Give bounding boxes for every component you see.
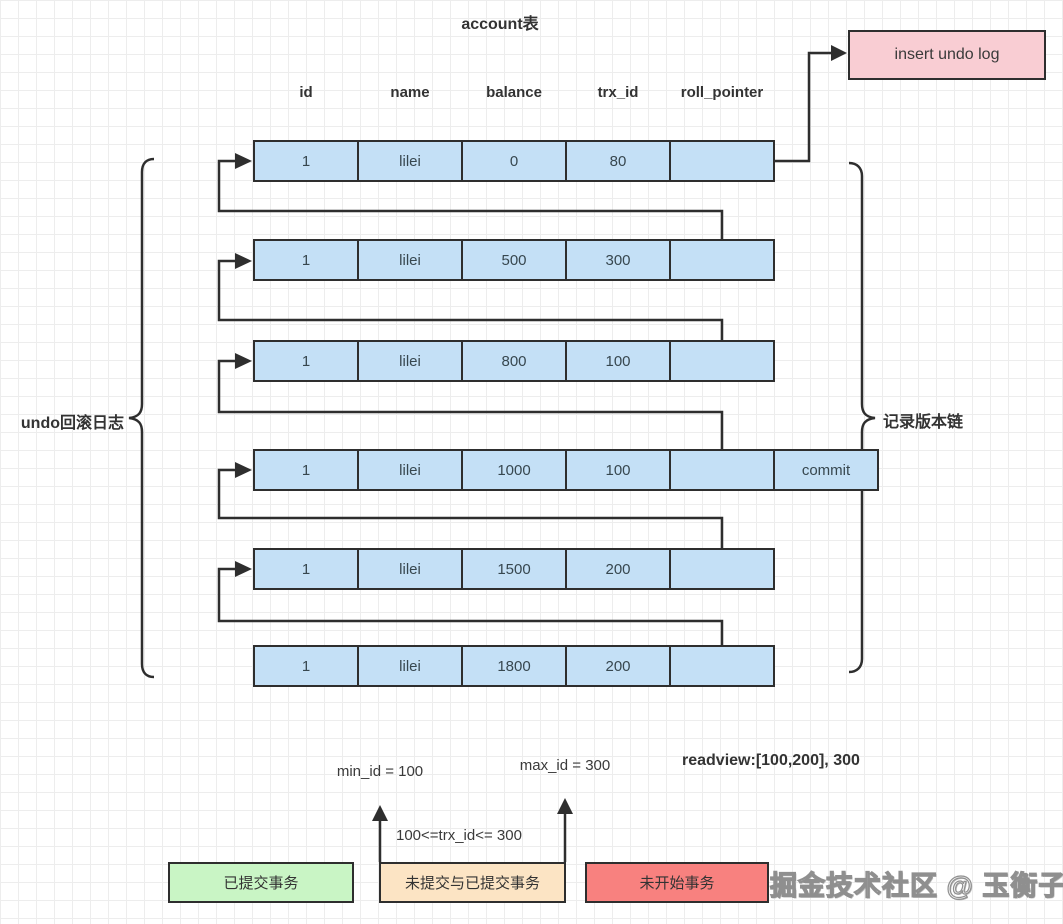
cell-id: 1 — [253, 449, 359, 491]
cell-balance: 1000 — [461, 449, 567, 491]
version-chain-label: 记录版本链 — [883, 414, 964, 431]
connector-row5-to-row4 — [217, 468, 724, 548]
insert-undo-log-box: insert undo log — [848, 30, 1046, 80]
arrowhead-row2 — [235, 253, 252, 269]
cell-roll-pointer — [669, 239, 775, 281]
arrowhead-row3 — [235, 353, 252, 369]
cell-balance: 500 — [461, 239, 567, 281]
record-row-1: 1 lilei 0 80 — [253, 140, 775, 182]
cell-trx-id: 300 — [565, 239, 671, 281]
connector-row3-to-row2 — [217, 259, 724, 340]
cell-balance: 1800 — [461, 645, 567, 687]
arrowhead-max-id — [557, 798, 573, 814]
column-header-trx-id: trx_id — [597, 84, 639, 101]
cell-name: lilei — [357, 449, 463, 491]
cell-id: 1 — [253, 239, 359, 281]
record-row-6: 1 lilei 1800 200 — [253, 645, 775, 687]
cell-name: lilei — [357, 645, 463, 687]
cell-balance: 800 — [461, 340, 567, 382]
readview-text: readview:[100,200], 300 — [682, 752, 860, 769]
cell-trx-id: 200 — [565, 645, 671, 687]
commit-badge: commit — [773, 449, 879, 491]
arrowhead-row4 — [235, 462, 252, 478]
column-header-name: name — [390, 84, 430, 101]
record-row-4: 1 lilei 1000 100 commit — [253, 449, 879, 491]
trx-range-text: 100<=trx_id<= 300 — [396, 827, 522, 844]
cell-roll-pointer — [669, 340, 775, 382]
connector-row4-to-row3 — [217, 359, 724, 449]
legend-committed: 已提交事务 — [168, 862, 354, 903]
min-id-text: min_id = 100 — [336, 763, 424, 780]
watermark: 掘金技术社区 @ 玉衡子 — [769, 870, 1063, 901]
record-row-2: 1 lilei 500 300 — [253, 239, 775, 281]
cell-trx-id: 100 — [565, 340, 671, 382]
cell-roll-pointer — [669, 449, 775, 491]
table-title: account表 — [461, 16, 539, 33]
legend-uncommitted-or-committed: 未提交与已提交事务 — [379, 862, 566, 903]
cell-roll-pointer — [669, 140, 775, 182]
right-brace — [848, 161, 876, 674]
cell-id: 1 — [253, 645, 359, 687]
max-id-text: max_id = 300 — [519, 757, 611, 774]
undo-log-label: undo回滚日志 — [20, 415, 124, 432]
cell-name: lilei — [357, 340, 463, 382]
cell-balance: 0 — [461, 140, 567, 182]
cell-name: lilei — [357, 548, 463, 590]
arrowhead-row5 — [235, 561, 252, 577]
cell-name: lilei — [357, 239, 463, 281]
column-headers: id name balance trx_id roll_pointer — [253, 84, 775, 101]
record-row-3: 1 lilei 800 100 — [253, 340, 775, 382]
column-header-id: id — [299, 84, 313, 101]
cell-balance: 1500 — [461, 548, 567, 590]
column-header-roll-pointer: roll_pointer — [680, 84, 764, 101]
arrowhead-row1 — [235, 153, 252, 169]
cell-id: 1 — [253, 340, 359, 382]
arrowhead-insert-undo-log — [831, 45, 847, 61]
cell-trx-id: 80 — [565, 140, 671, 182]
cell-trx-id: 200 — [565, 548, 671, 590]
cell-id: 1 — [253, 548, 359, 590]
cell-trx-id: 100 — [565, 449, 671, 491]
connector-row2-to-row1 — [217, 159, 724, 239]
cell-roll-pointer — [669, 645, 775, 687]
cell-id: 1 — [253, 140, 359, 182]
connector-row6-to-row5 — [217, 567, 724, 645]
cell-roll-pointer — [669, 548, 775, 590]
column-header-balance: balance — [486, 84, 542, 101]
cell-name: lilei — [357, 140, 463, 182]
left-brace — [128, 157, 155, 679]
legend-not-started: 未开始事务 — [585, 862, 769, 903]
connector-row1-to-insert-undo-log — [775, 51, 833, 163]
arrowhead-min-id — [372, 805, 388, 821]
record-row-5: 1 lilei 1500 200 — [253, 548, 775, 590]
